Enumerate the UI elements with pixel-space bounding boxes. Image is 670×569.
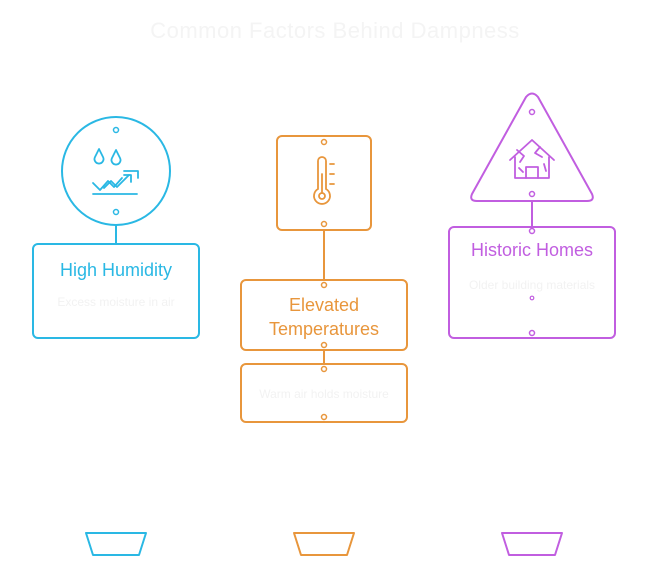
humidity-dot-top [112,126,120,134]
temperature-dot-2 [320,220,328,228]
humidity-dot-mid [112,208,120,216]
historic-icon-triangle [470,92,594,202]
temperature-dot-4 [320,341,328,349]
historic-dot-box-mid [529,295,535,301]
historic-dot-box-bottom [528,329,536,337]
temperature-icon-box [276,135,372,231]
humidity-label-box: High Humidity Excess moisture in air [32,243,200,339]
temperature-description-box: Warm air holds moisture [240,363,408,423]
historic-dot-top [528,108,536,116]
temperature-base [293,532,355,556]
historic-base [501,532,563,556]
humidity-label: High Humidity [59,260,173,280]
temperature-dot-5 [320,365,328,373]
historic-dot-box-top [528,227,536,235]
historic-description: Older building materials [468,278,596,292]
historic-label: Historic Homes [470,240,594,260]
humidity-description: Excess moisture in air [57,295,175,309]
temperature-dot-3 [320,281,328,289]
historic-label-box: Historic Homes Older building materials [448,226,616,339]
temperature-dot-6 [320,413,328,421]
historic-dot-mid [528,190,536,198]
humidity-base [85,532,147,556]
diagram-title: Common Factors Behind Dampness [150,18,520,43]
temperature-label: Elevated Temperatures [268,295,380,339]
temperature-label-box: Elevated Temperatures [240,279,408,351]
temperature-dot-1 [320,138,328,146]
temperature-description: Warm air holds moisture [259,387,389,401]
